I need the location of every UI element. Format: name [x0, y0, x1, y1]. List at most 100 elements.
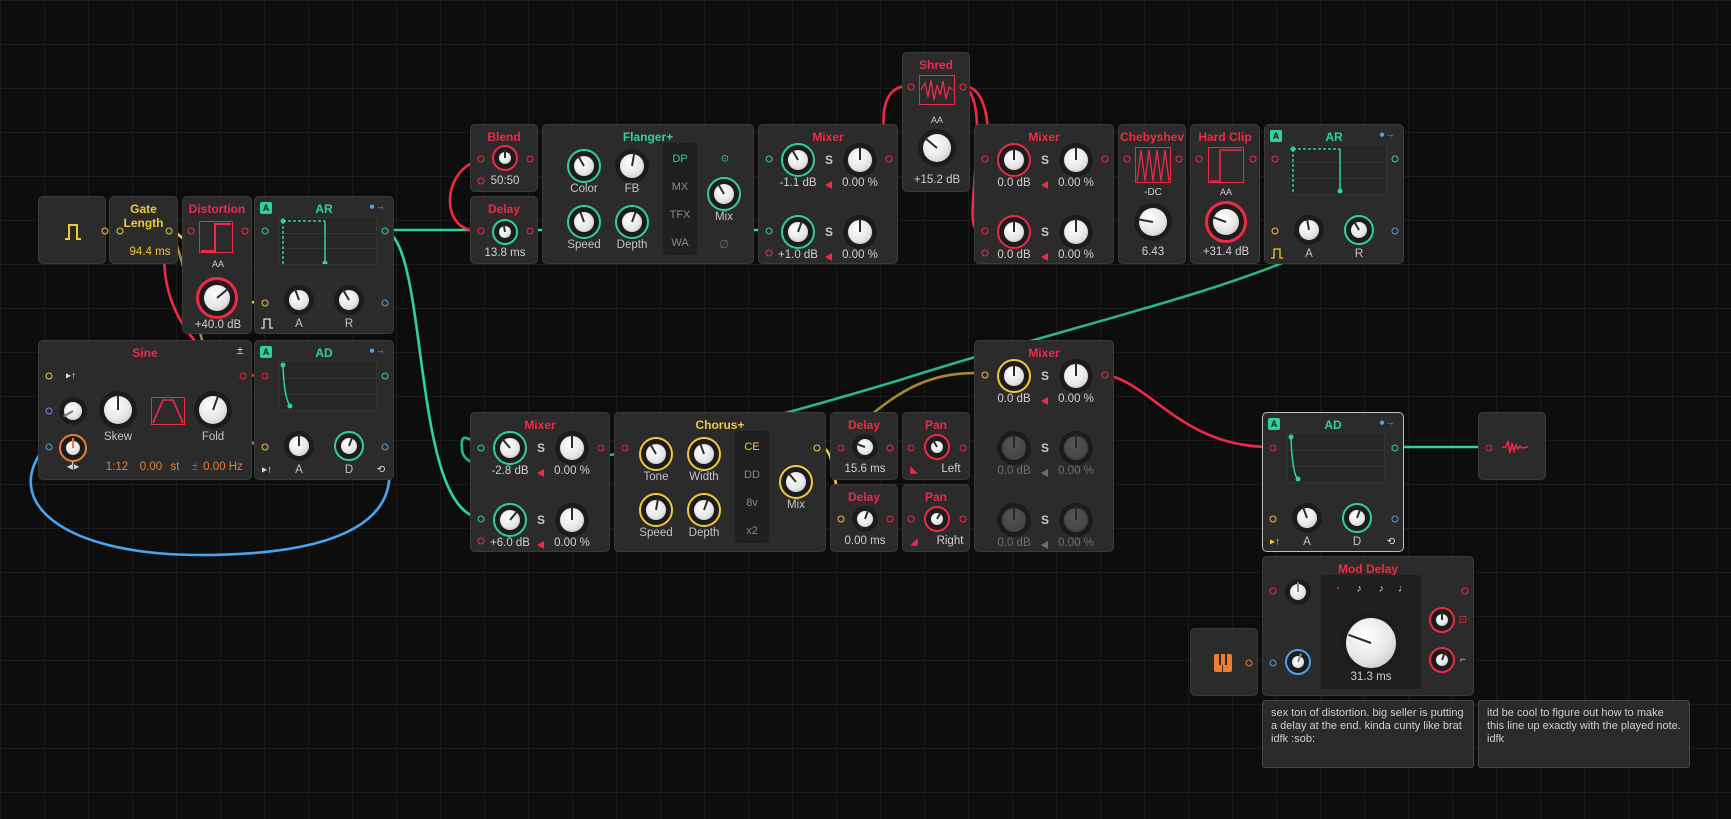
delay-c-out-port[interactable]	[886, 515, 894, 523]
pan-right-device[interactable]: Pan ◢ Right	[902, 484, 970, 552]
mixer-mid[interactable]: Mixer -2.8 dB S 0.00 % +6.0 dB S 0.00 %	[470, 412, 610, 552]
ar-right-gate-port[interactable]	[1271, 227, 1279, 235]
mixer-top-solo2[interactable]: S	[824, 225, 834, 239]
mixer-mid-mute2-icon[interactable]	[537, 541, 544, 549]
sine-semitones[interactable]: 0.00	[139, 461, 163, 473]
sine-plusminus[interactable]: ±	[236, 345, 244, 357]
ad-right-loop-icon[interactable]: ⟲	[1386, 536, 1396, 548]
mixer-top-mute1-icon[interactable]	[825, 181, 832, 189]
audio-output-device[interactable]	[1478, 412, 1546, 480]
ad-left-mod-port[interactable]	[381, 443, 389, 451]
chorus-mix-knob[interactable]	[779, 465, 813, 499]
pan-left-in-port[interactable]	[907, 444, 915, 452]
shred-drive-knob[interactable]	[918, 129, 956, 167]
mixer-top2-gain2-knob[interactable]	[997, 215, 1031, 249]
mixer-right-pan1-knob[interactable]	[1059, 359, 1093, 393]
mixer-top2-solo2[interactable]: S	[1040, 225, 1050, 239]
sine-hz[interactable]: 0.00 Hz	[203, 461, 243, 473]
mixer-right-gain3-knob[interactable]	[997, 503, 1031, 537]
hardclip-out-port[interactable]	[1249, 155, 1257, 163]
delay-device-a[interactable]: Delay 13.8 ms	[470, 196, 538, 264]
mod-delay-mod-port[interactable]	[1269, 659, 1277, 667]
gate-length-out-port[interactable]	[165, 227, 173, 235]
audio-output-in-port[interactable]	[1485, 444, 1493, 452]
mixer-right-gain2-knob[interactable]	[997, 431, 1031, 465]
pan-right-out-port[interactable]	[959, 515, 967, 523]
distortion-device[interactable]: Distortion AA +40.0 dB	[182, 196, 252, 334]
chorus-width-knob[interactable]	[687, 437, 721, 471]
chorus-mode-ce[interactable]: CE	[744, 441, 760, 453]
ar-top-in-port[interactable]	[261, 227, 269, 235]
mixer-top-gain2-knob[interactable]	[781, 215, 815, 249]
mixer-top-solo1[interactable]: S	[824, 153, 834, 167]
ar-top-envelope-graph[interactable]	[279, 217, 377, 265]
mixer-top-in1-port[interactable]	[765, 155, 773, 163]
sine-device[interactable]: Sine ± ▸↑ Skew Fold ◂𝄃▸ 1:12 0.00 st ± 0…	[38, 340, 252, 480]
ad-envelope-left[interactable]: A AD ●→ A D ▸↑ ⟲	[254, 340, 394, 480]
mixer-top2-in2-port[interactable]	[981, 227, 989, 235]
chorus-out-port[interactable]	[813, 444, 821, 452]
sine-ratio[interactable]: 1:12	[105, 461, 129, 473]
mixer-mid-pan2-knob[interactable]	[555, 503, 589, 537]
flanger-depth-knob[interactable]	[615, 205, 649, 239]
sine-skew-knob[interactable]	[99, 391, 137, 429]
note-input-out-port[interactable]	[1245, 659, 1253, 667]
mixer-top2-out-port[interactable]	[1101, 155, 1109, 163]
chorus-mode-dd[interactable]: DD	[744, 469, 760, 481]
ar-right-release-knob[interactable]	[1344, 215, 1374, 245]
hardclip-in-port[interactable]	[1195, 155, 1203, 163]
blend-device[interactable]: Blend 50:50	[470, 124, 538, 192]
sine-pitch-mod-port[interactable]	[45, 407, 53, 415]
sine-out-port[interactable]	[239, 372, 247, 380]
mixer-mid-out-port[interactable]	[597, 444, 605, 452]
ar-right-attack-knob[interactable]	[1294, 215, 1324, 245]
chorus-mode-8v[interactable]: 8v	[746, 497, 758, 509]
mixer-right-mute2-icon[interactable]	[1041, 469, 1048, 477]
mixer-mid-mod2-port[interactable]	[477, 537, 485, 545]
mixer-right-mute3-icon[interactable]	[1041, 541, 1048, 549]
mixer-mid-solo1[interactable]: S	[536, 441, 546, 455]
mixer-top-2[interactable]: Mixer 0.0 dB S 0.00 % 0.0 dB S 0.00 %	[974, 124, 1114, 264]
chorus-speed-knob[interactable]	[639, 493, 673, 527]
distortion-drive-knob[interactable]	[196, 277, 238, 319]
pan-right-in-port[interactable]	[907, 515, 915, 523]
comment-note-2[interactable]: itd be cool to figure out how to make th…	[1478, 700, 1690, 768]
ad-left-in-port[interactable]	[261, 372, 269, 380]
comment-note-1[interactable]: sex ton of distortion. big seller is put…	[1262, 700, 1474, 768]
ad-right-attack-knob[interactable]	[1292, 503, 1322, 533]
sine-note-in-port[interactable]	[45, 372, 53, 380]
sine-fold-knob[interactable]	[194, 391, 232, 429]
shred-in-port[interactable]	[907, 83, 915, 91]
chebyshev-device[interactable]: Chebyshev -DC 6.43	[1118, 124, 1186, 264]
mixer-top2-solo1[interactable]: S	[1040, 153, 1050, 167]
ar-right-mod-port[interactable]	[1391, 227, 1399, 235]
ar-envelope-right[interactable]: A AR ●→ A R	[1264, 124, 1404, 264]
chorus-in-port[interactable]	[621, 444, 629, 452]
sine-fm-knob[interactable]	[59, 434, 87, 462]
ad-right-gate-port[interactable]	[1269, 515, 1277, 523]
ad-right-in-port[interactable]	[1269, 444, 1277, 452]
mixer-top-in2-port[interactable]	[765, 227, 773, 235]
mixer-top2-pan2-knob[interactable]	[1059, 215, 1093, 249]
chorus-device[interactable]: Chorus+ Tone Width Speed Depth CE DD 8v …	[614, 412, 826, 552]
ar-envelope-top[interactable]: A AR ●→ A R	[254, 196, 394, 334]
pan-left-out-port[interactable]	[959, 444, 967, 452]
delay-a-out-port[interactable]	[526, 227, 534, 235]
hardclip-drive-knob[interactable]	[1205, 201, 1247, 243]
mixer-right-pan3-knob[interactable]	[1059, 503, 1093, 537]
sine-fm-port[interactable]	[45, 443, 53, 451]
mixer-top-gain1-knob[interactable]	[781, 143, 815, 177]
blend-mod-port[interactable]	[477, 177, 485, 185]
ad-right-envelope-graph[interactable]	[1287, 433, 1385, 483]
distortion-in-port[interactable]	[187, 227, 195, 235]
ar-right-envelope-graph[interactable]	[1289, 145, 1387, 195]
ar-top-out-port[interactable]	[381, 227, 389, 235]
mod-delay-time-knob[interactable]	[1341, 613, 1401, 673]
mixer-right-solo2[interactable]: S	[1040, 441, 1050, 455]
ar-top-mod-port[interactable]	[381, 299, 389, 307]
mod-delay-note-16-icon[interactable]: ♪	[1356, 583, 1362, 595]
mixer-right-in1-port[interactable]	[981, 371, 989, 379]
ad-right-mod-port[interactable]	[1391, 515, 1399, 523]
flanger-link-icon[interactable]: ⊙	[720, 153, 730, 165]
mod-delay-mix-knob[interactable]	[1429, 647, 1455, 673]
